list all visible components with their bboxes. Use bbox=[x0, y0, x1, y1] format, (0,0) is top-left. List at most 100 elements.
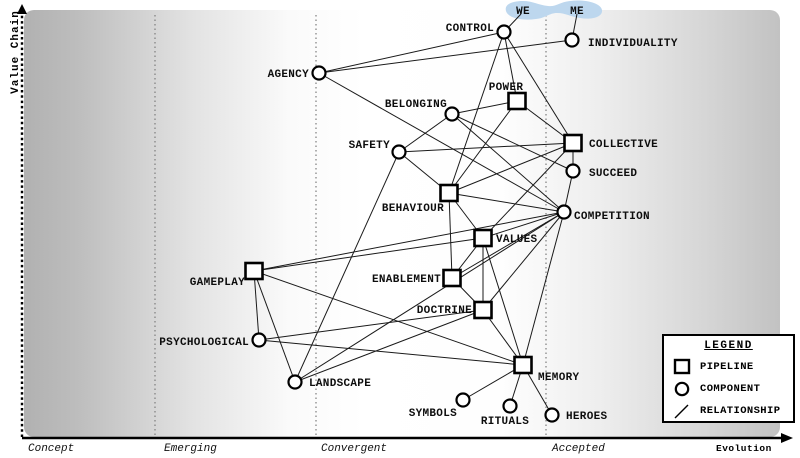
edge-control-power bbox=[503, 31, 518, 102]
node-label-power: POWER bbox=[489, 82, 524, 94]
edge-doctrine-psychological bbox=[258, 309, 484, 341]
pipeline-node-gameplay bbox=[244, 261, 264, 281]
relationship-lines bbox=[253, 13, 578, 416]
edge-agency-individuality bbox=[318, 39, 573, 74]
edge-agency-control bbox=[318, 31, 505, 74]
line-icon bbox=[674, 404, 689, 419]
pipeline-node-values bbox=[473, 228, 493, 248]
node-label-rituals: RITUALS bbox=[481, 416, 529, 428]
y-axis bbox=[17, 4, 27, 437]
edge-behaviour-competition bbox=[448, 192, 565, 213]
node-shapes bbox=[244, 24, 583, 423]
legend-label-pipeline: PIPELINE bbox=[700, 361, 754, 373]
x-axis-label: Evolution bbox=[716, 443, 772, 454]
node-label-belonging: BELONGING bbox=[385, 99, 447, 111]
pipeline-node-doctrine bbox=[473, 300, 493, 320]
edge-competition-enablement bbox=[451, 211, 565, 279]
component-node-belonging bbox=[444, 106, 460, 122]
edge-values-memory bbox=[482, 237, 524, 366]
component-node-rituals bbox=[502, 398, 518, 414]
stage-label-accepted: Accepted bbox=[552, 443, 605, 455]
x-axis-arrow-icon bbox=[781, 433, 793, 443]
legend-label-component: COMPONENT bbox=[700, 383, 761, 395]
y-axis-arrow-icon bbox=[17, 4, 27, 14]
node-label-behaviour: BEHAVIOUR bbox=[382, 203, 444, 215]
component-node-symbols bbox=[455, 392, 471, 408]
node-label-gameplay: GAMEPLAY bbox=[190, 277, 245, 289]
square-icon bbox=[673, 358, 691, 375]
legend-item-pipeline: PIPELINE bbox=[664, 356, 793, 378]
node-label-collective: COLLECTIVE bbox=[589, 139, 658, 151]
edge-behaviour-enablement bbox=[448, 192, 453, 279]
node-label-individuality: INDIVIDUALITY bbox=[588, 38, 678, 50]
we-me-highlight-blob bbox=[505, 0, 603, 20]
node-labels: WE ME CONTROL INDIVIDUALITY AGENCY POWER BELON… bbox=[159, 6, 678, 428]
component-node-landscape bbox=[287, 374, 303, 390]
y-axis-label: Value Chain bbox=[10, 10, 22, 94]
node-label-symbols: SYMBOLS bbox=[409, 408, 457, 420]
edge-gameplay-psychological bbox=[253, 270, 260, 341]
x-axis bbox=[22, 433, 793, 443]
node-label-control: CONTROL bbox=[446, 23, 494, 35]
circle-icon bbox=[674, 381, 690, 397]
edge-competition-values bbox=[482, 211, 565, 239]
pipeline-node-memory bbox=[513, 355, 533, 375]
component-node-safety bbox=[391, 144, 407, 160]
pipeline-node-power bbox=[507, 91, 527, 111]
edge-control-behaviour bbox=[448, 31, 505, 194]
legend-title: LEGEND bbox=[704, 340, 753, 352]
stage-label-emerging: Emerging bbox=[164, 443, 217, 455]
node-label-landscape: LANDSCAPE bbox=[309, 378, 371, 390]
edge-competition-doctrine bbox=[482, 211, 565, 311]
edge-values-gameplay bbox=[253, 237, 484, 272]
edge-psychological-memory bbox=[258, 339, 524, 366]
edge-belonging-competition bbox=[451, 113, 565, 213]
node-label-succeed: SUCCEED bbox=[589, 168, 637, 180]
node-label-values: VALUES bbox=[496, 234, 538, 246]
node-label-we: WE bbox=[516, 6, 530, 18]
edge-safety-landscape bbox=[294, 151, 400, 383]
edge-collective-values bbox=[482, 142, 574, 239]
component-node-individuality bbox=[564, 32, 580, 48]
edge-gameplay-memory bbox=[253, 270, 524, 366]
node-label-memory: MEMORY bbox=[538, 372, 580, 384]
evolution-gradient-panel bbox=[24, 10, 780, 437]
edge-power-behaviour bbox=[448, 100, 518, 194]
legend-label-relationship: RELATIONSHIP bbox=[700, 405, 781, 417]
edge-belonging-succeed bbox=[451, 113, 574, 172]
legend-item-relationship: RELATIONSHIP bbox=[664, 400, 793, 422]
node-label-competition: COMPETITION bbox=[574, 211, 650, 223]
component-node-control bbox=[496, 24, 512, 40]
edge-power-belonging bbox=[451, 100, 518, 115]
edge-collective-behaviour bbox=[448, 142, 574, 194]
edge-doctrine-landscape bbox=[294, 309, 484, 383]
edge-competition-memory bbox=[522, 211, 565, 366]
edge-gameplay-landscape bbox=[253, 270, 296, 383]
pipeline-node-enablement bbox=[442, 268, 462, 288]
component-node-psychological bbox=[251, 332, 267, 348]
component-node-competition bbox=[556, 204, 572, 220]
edge-belonging-safety bbox=[398, 113, 453, 153]
edge-competition-landscape bbox=[294, 211, 565, 383]
node-label-doctrine: DOCTRINE bbox=[417, 305, 472, 317]
legend-item-component: COMPONENT bbox=[664, 378, 793, 400]
node-label-heroes: HEROES bbox=[566, 411, 608, 423]
edge-control-collective bbox=[503, 31, 574, 144]
edge-safety-collective bbox=[398, 142, 574, 153]
component-node-agency bbox=[311, 65, 327, 81]
node-label-agency: AGENCY bbox=[268, 69, 310, 81]
edge-agency-competition bbox=[318, 72, 565, 213]
stage-label-convergent: Convergent bbox=[321, 443, 388, 455]
edge-competition-gameplay bbox=[253, 211, 565, 272]
pipeline-node-behaviour bbox=[439, 183, 459, 203]
node-label-me: ME bbox=[570, 6, 584, 18]
node-label-psychological: PSYCHOLOGICAL bbox=[159, 337, 249, 349]
stage-dividers bbox=[154, 15, 547, 437]
stage-label-concept: Concept bbox=[28, 443, 75, 455]
edge-memory-symbols bbox=[462, 364, 524, 401]
pipeline-node-collective bbox=[563, 133, 583, 153]
legend: LEGEND PIPELINE COMPONENT RELATIONSHIP bbox=[662, 334, 795, 423]
component-node-heroes bbox=[544, 407, 560, 423]
node-label-enablement: ENABLEMENT bbox=[372, 274, 441, 286]
